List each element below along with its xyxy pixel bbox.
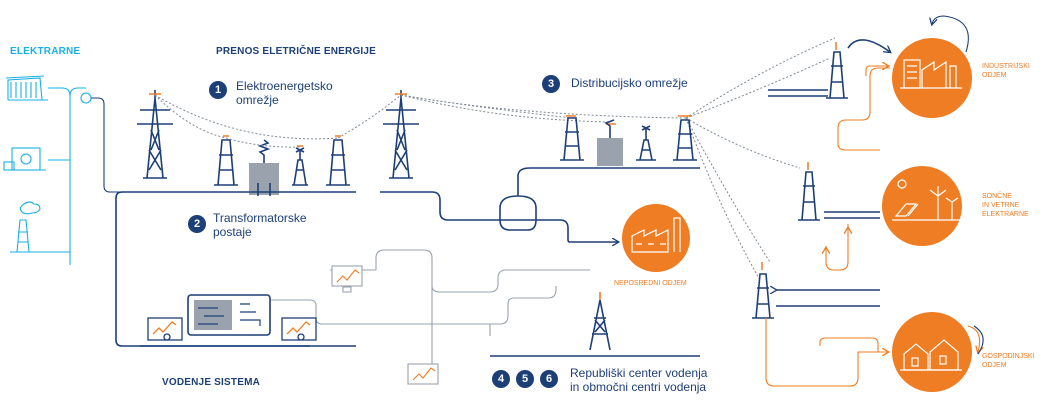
consumer-towers [752, 39, 890, 319]
tower-icon [383, 90, 419, 179]
distribution-tower-icon [560, 117, 584, 161]
system-control-title: VODENJE SISTEMA [162, 377, 261, 388]
monitor-icon [331, 265, 439, 385]
power-plants-title: ELEKTRARNE [10, 46, 81, 57]
tower-icon [137, 90, 173, 179]
control-badge-5: 5 [516, 370, 534, 388]
industrial-consumption-node [892, 38, 972, 118]
substation-tower-icon [326, 139, 350, 186]
insulator-tips [149, 42, 837, 270]
distribution-group [499, 117, 700, 231]
step-badge-1: 1 [209, 81, 227, 99]
monitor-icon [147, 317, 317, 341]
household-consumption-node [892, 312, 972, 392]
step-badge-2: 2 [188, 215, 206, 233]
industrial-label: INDUSTRIJSKI ODJEM [982, 63, 1030, 79]
renewables-node [882, 166, 962, 246]
hydro-plant-icon [5, 75, 48, 101]
control-links [270, 249, 590, 374]
control-badge-6: 6 [540, 370, 558, 388]
nuclear-plant-icon [10, 201, 41, 253]
direct-consumption-node [622, 204, 690, 272]
control-center-tower-icon [490, 292, 700, 357]
household-label: GOSPODINJSKI ODJEM [982, 353, 1035, 369]
step-badge-3: 3 [542, 75, 560, 93]
renewables-label: SONČNE IN VETRNE ELEKTRARNE [982, 193, 1029, 218]
substation-tower-icon [214, 139, 238, 186]
step-label-1: Elektroenergetsko omrežje [236, 79, 333, 107]
control-centers-label: Republiški center vodenja in območni cen… [570, 366, 708, 394]
control-badge-4: 4 [492, 370, 510, 388]
orange-flows [765, 15, 984, 387]
insulator-tower-icon [636, 125, 656, 161]
transformer-icon [597, 119, 623, 166]
transmission-group [115, 90, 618, 347]
insulator-tower-icon [292, 147, 308, 186]
thermal-plant-icon [3, 147, 46, 171]
transformer-icon [249, 139, 279, 196]
power-plants-group [3, 75, 122, 265]
transmission-wires [154, 37, 836, 281]
transmission-title: PRENOS ELETRIČNE ENERGIJE [216, 46, 377, 57]
distribution-tower-icon [673, 119, 697, 161]
control-panel-icon [187, 294, 271, 336]
step-label-2: Transformatorske postaje [213, 211, 307, 239]
step-label-3: Distribucijsko omrežje [571, 76, 688, 90]
direct-consumption-label: NEPOSREDNI ODJEM [614, 280, 687, 287]
